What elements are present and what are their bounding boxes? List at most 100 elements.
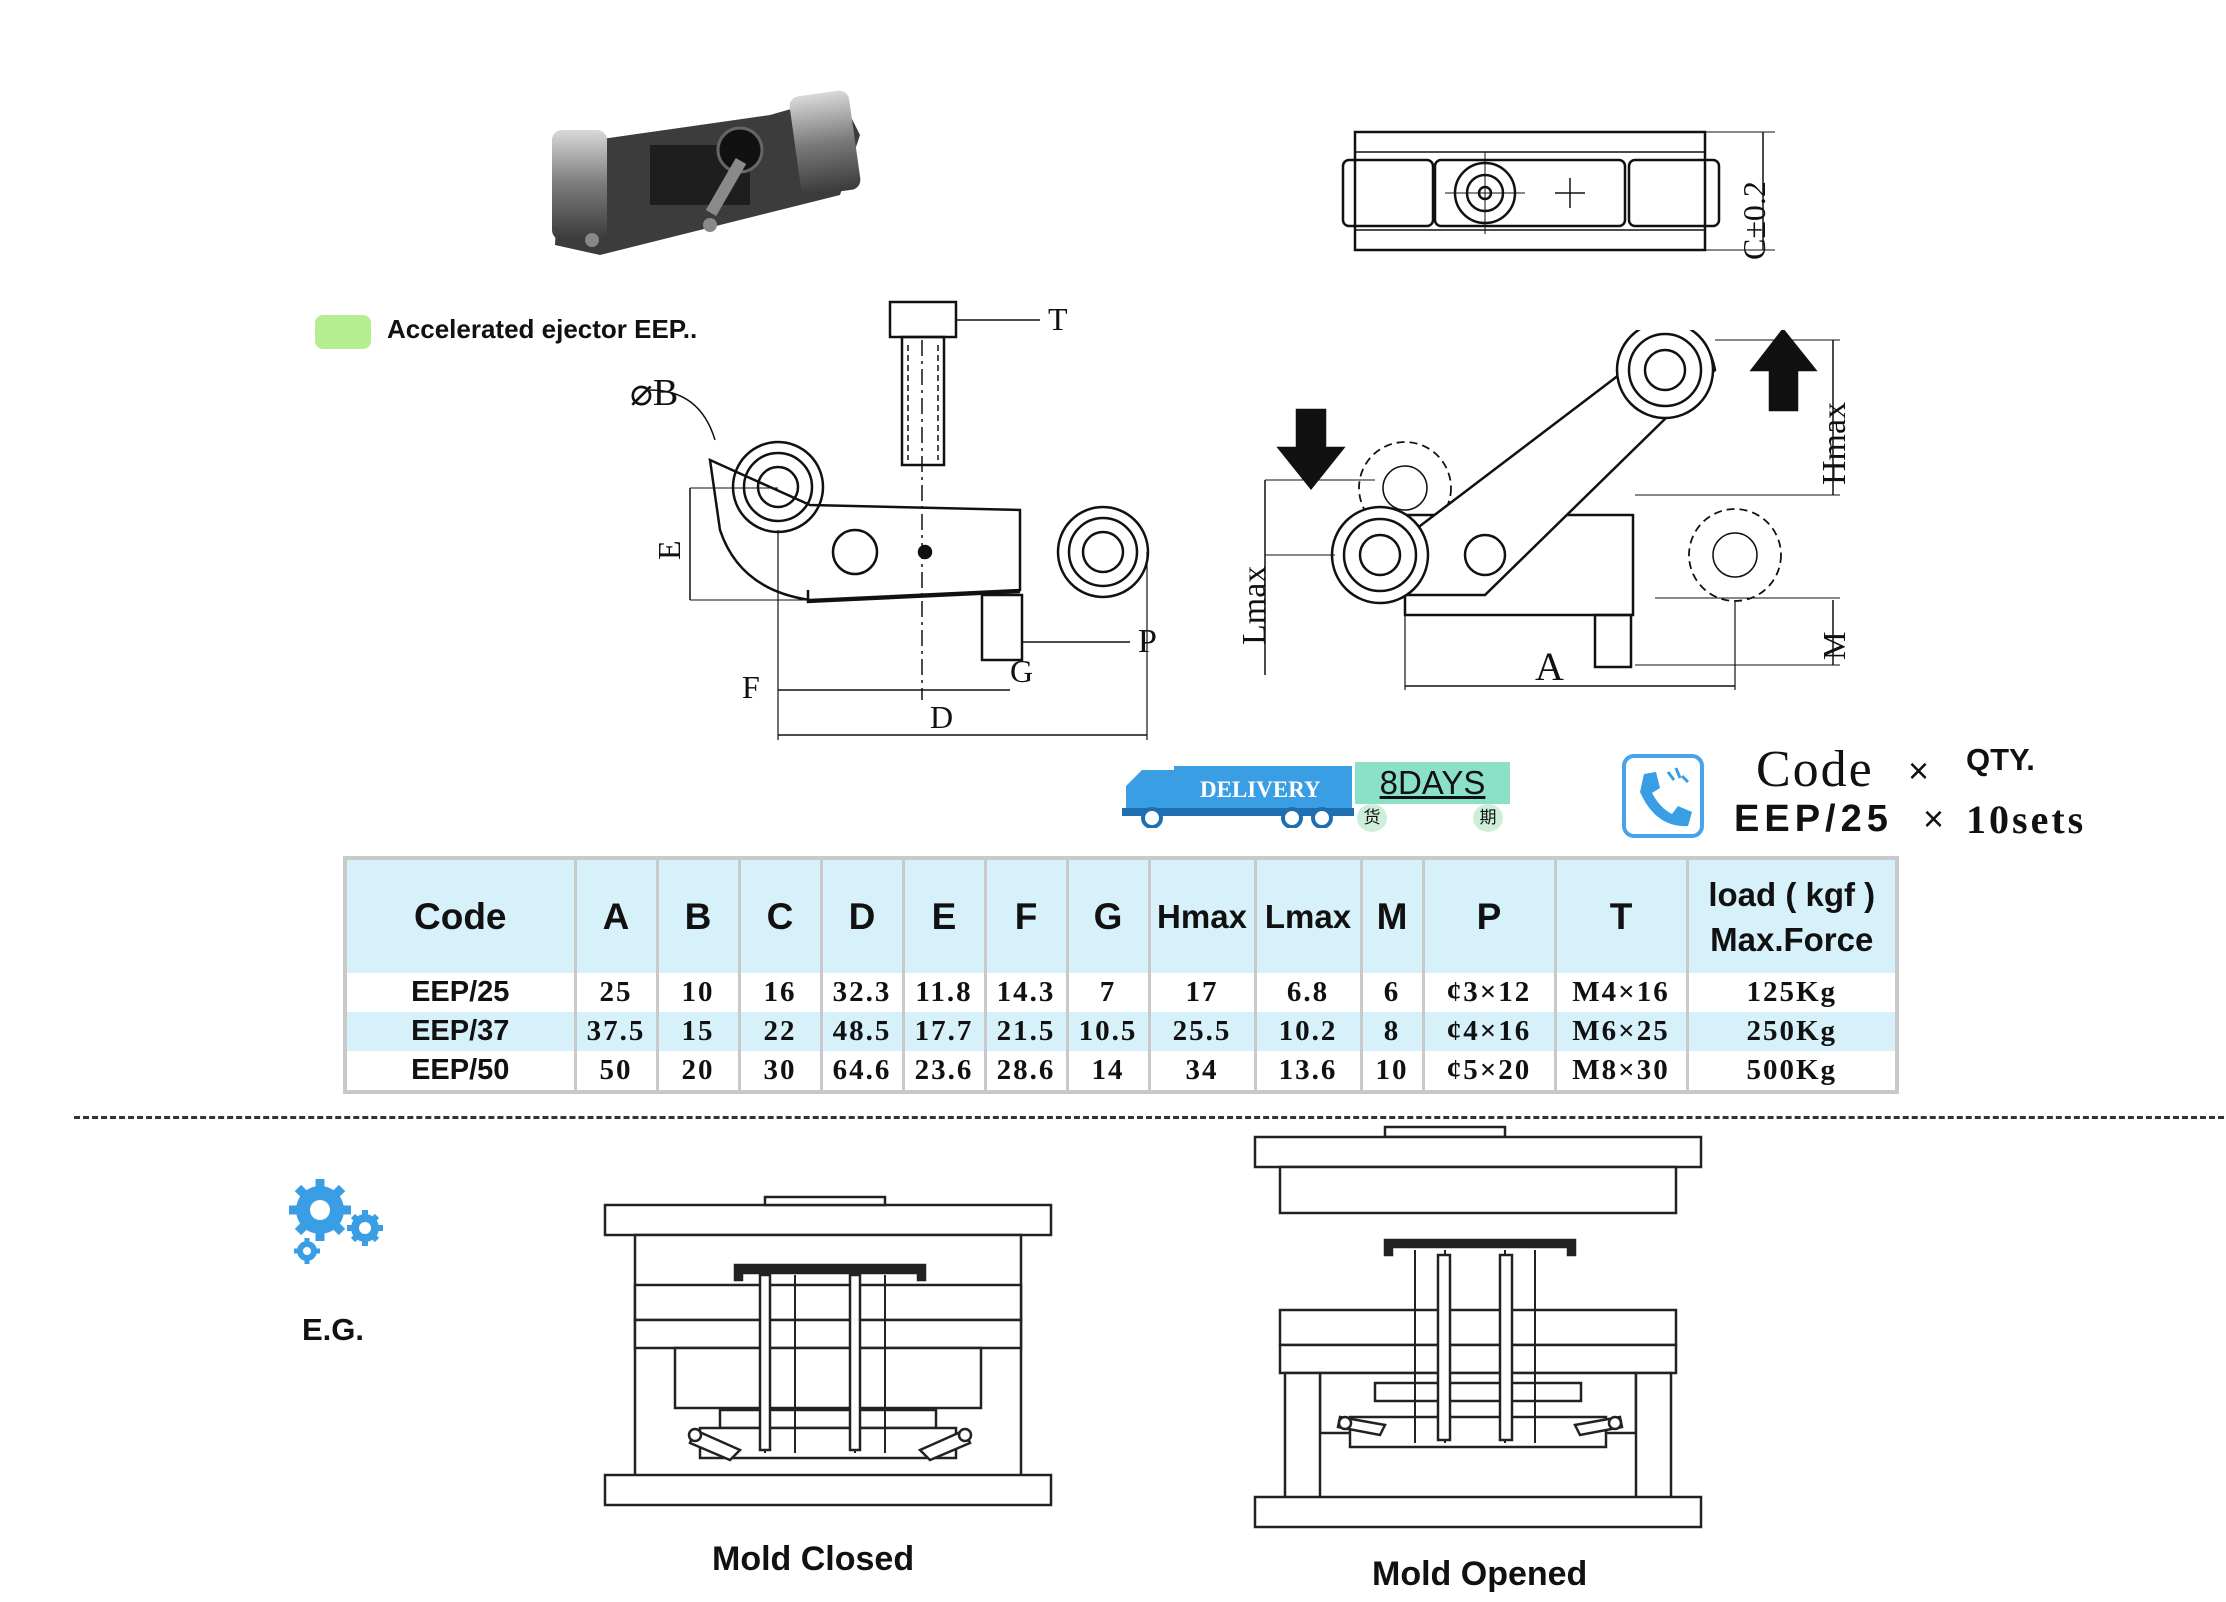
table-cell: 14 [1065, 1051, 1151, 1092]
order-code-example: EEP/25 [1734, 798, 1893, 840]
col-header: T [1553, 858, 1689, 973]
label-f: F [742, 669, 760, 705]
table-cell: 11.8 [901, 973, 987, 1012]
spec-table: Code A B C D E F G Hmax Lmax M P T load … [343, 856, 1899, 1094]
order-code-title: Code [1756, 741, 1874, 798]
col-header: Hmax [1147, 858, 1257, 973]
table-cell: 10 [655, 973, 741, 1012]
col-header-load: load ( kgf ) Max.Force [1685, 858, 1899, 973]
label-t: T [1048, 301, 1068, 337]
table-cell: 10.2 [1253, 1012, 1363, 1051]
load-header-line1: load ( kgf ) [1708, 875, 1876, 913]
table-cell: 21.5 [983, 1012, 1069, 1051]
mold-closed-drawing [603, 1195, 1053, 1507]
section-divider [74, 1116, 2224, 1119]
table-cell: EEP/37 [343, 1012, 577, 1051]
table-cell: M8×30 [1553, 1051, 1689, 1092]
table-cell: 48.5 [819, 1012, 905, 1051]
table-cell: 6 [1359, 973, 1425, 1012]
col-header: F [983, 858, 1069, 973]
label-b: ⌀B [630, 372, 678, 414]
order-qty-example: 10sets [1966, 797, 2087, 842]
col-header: E [901, 858, 987, 973]
delivery-char-left: 货 [1357, 804, 1387, 832]
col-header: D [819, 858, 905, 973]
table-row: EEP/50 50 20 30 64.6 23.6 28.6 14 34 13.… [343, 1051, 1899, 1092]
legend-label: Accelerated ejector EEP.. [387, 314, 698, 344]
table-cell: 30 [737, 1051, 823, 1092]
table-cell: 34 [1147, 1051, 1257, 1092]
order-qty-title: QTY. [1966, 742, 2035, 777]
table-cell: 10.5 [1065, 1012, 1151, 1051]
col-header: M [1359, 858, 1425, 973]
table-cell: 25.5 [1147, 1012, 1257, 1051]
table-cell: 25 [573, 973, 659, 1012]
table-cell: 17.7 [901, 1012, 987, 1051]
table-cell: 250Kg [1685, 1012, 1899, 1051]
table-cell: 8 [1359, 1012, 1425, 1051]
table-cell: ¢5×20 [1421, 1051, 1557, 1092]
table-cell: 125Kg [1685, 973, 1899, 1012]
table-cell: 22 [737, 1012, 823, 1051]
delivery-char-right: 期 [1473, 804, 1503, 832]
table-header-row: Code A B C D E F G Hmax Lmax M P T load … [343, 858, 1899, 973]
table-cell: ¢4×16 [1421, 1012, 1557, 1051]
table-cell: 15 [655, 1012, 741, 1051]
label-a: A [1535, 644, 1564, 689]
table-cell: 14.3 [983, 973, 1069, 1012]
col-header: Code [343, 858, 577, 973]
table-cell: 7 [1065, 973, 1151, 1012]
label-g: G [1010, 653, 1033, 689]
label-d: D [930, 699, 953, 735]
col-header: Lmax [1253, 858, 1363, 973]
table-cell: 10 [1359, 1051, 1425, 1092]
table-cell: EEP/50 [343, 1051, 577, 1092]
table-cell: 17 [1147, 973, 1257, 1012]
table-cell: M4×16 [1553, 973, 1689, 1012]
ejector-top-view-drawing: C±0.2 [1341, 130, 1775, 260]
ejector-side-view-drawing: T ⌀B E P G F D [630, 300, 1157, 740]
delivery-label: DELIVERY [1200, 777, 1321, 802]
load-header-line2: Max.Force [1710, 920, 1874, 958]
table-cell: 500Kg [1685, 1051, 1899, 1092]
legend-swatch [315, 315, 371, 349]
col-header: P [1421, 858, 1557, 973]
mold-opened-drawing [1253, 1125, 1703, 1529]
label-lmax: Lmax [1236, 566, 1273, 645]
gears-icon [289, 1179, 383, 1264]
label-e: E [651, 540, 687, 560]
table-cell: 23.6 [901, 1051, 987, 1092]
table-cell: 16 [737, 973, 823, 1012]
order-times-symbol: × [1908, 750, 1930, 791]
table-cell: ¢3×12 [1421, 973, 1557, 1012]
label-p: P [1138, 623, 1157, 660]
product-photo [552, 90, 861, 255]
table-cell: 28.6 [983, 1051, 1069, 1092]
table-row: EEP/25 25 10 16 32.3 11.8 14.3 7 17 6.8 … [343, 973, 1899, 1012]
label-m: M [1816, 632, 1852, 660]
table-cell: 13.6 [1253, 1051, 1363, 1092]
ejector-motion-drawing: Lmax Hmax M A [1236, 330, 1853, 690]
phone-icon [1622, 754, 1704, 838]
delivery-truck-icon: DELIVERY [1122, 766, 1354, 828]
table-cell: 50 [573, 1051, 659, 1092]
table-cell: 20 [655, 1051, 741, 1092]
delivery-days: 8DAYS [1355, 762, 1510, 804]
table-cell: 37.5 [573, 1012, 659, 1051]
label-hmax: Hmax [1816, 402, 1853, 485]
col-header: C [737, 858, 823, 973]
table-cell: 64.6 [819, 1051, 905, 1092]
mold-opened-caption: Mold Opened [1372, 1555, 1588, 1593]
table-cell: 32.3 [819, 973, 905, 1012]
mold-closed-caption: Mold Closed [712, 1540, 915, 1578]
table-cell: EEP/25 [343, 973, 577, 1012]
col-header: B [655, 858, 741, 973]
example-label: E.G. [302, 1312, 365, 1347]
table-row: EEP/37 37.5 15 22 48.5 17.7 21.5 10.5 25… [343, 1012, 1899, 1051]
col-header: A [573, 858, 659, 973]
label-c: C±0.2 [1736, 181, 1772, 260]
table-cell: 6.8 [1253, 973, 1363, 1012]
order-times-symbol-2: × [1923, 798, 1945, 839]
table-cell: M6×25 [1553, 1012, 1689, 1051]
col-header: G [1065, 858, 1151, 973]
